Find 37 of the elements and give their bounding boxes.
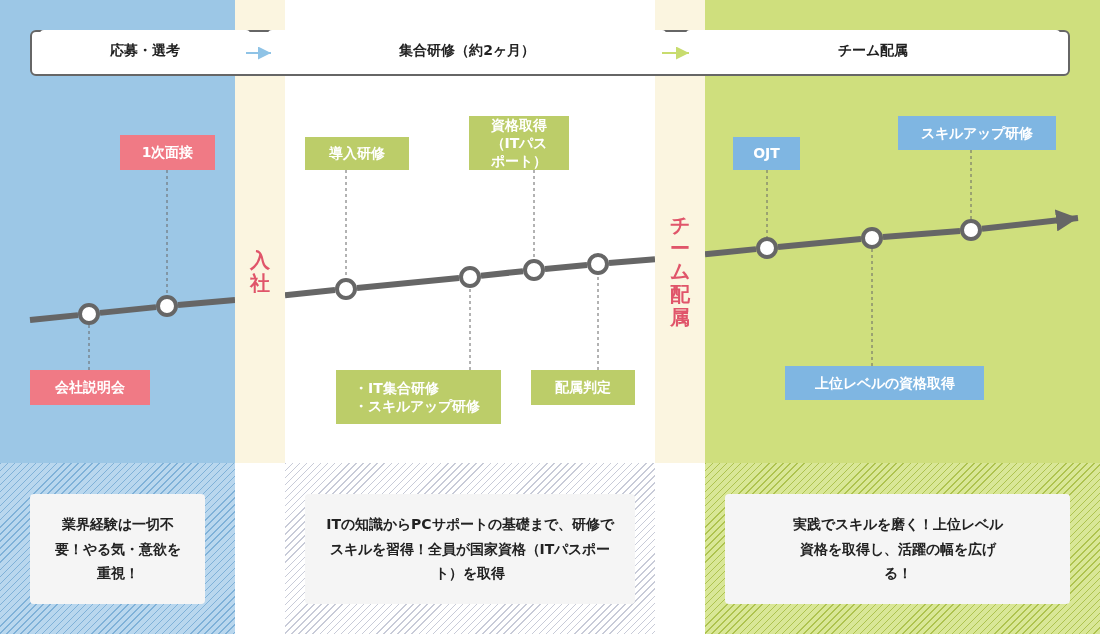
timeline-segment bbox=[981, 209, 1079, 232]
milestone-label: 1次面接 bbox=[120, 135, 215, 170]
message-card: 実践でスキルを磨く！上位レベル資格を取得し、活躍の幅を広げる！ bbox=[725, 494, 1070, 604]
leader-line bbox=[970, 149, 972, 220]
leader-line bbox=[88, 324, 90, 371]
leader-line bbox=[766, 169, 768, 238]
milestone-label: 資格取得（ITパスポート） bbox=[469, 116, 569, 170]
milestone-label: スキルアップ研修 bbox=[898, 116, 1056, 150]
leader-line bbox=[533, 169, 535, 260]
timeline-segment bbox=[29, 312, 79, 323]
timeline-segment bbox=[882, 227, 961, 241]
timeline-segment bbox=[704, 246, 757, 258]
milestone-label: 上位レベルの資格取得 bbox=[785, 366, 984, 400]
timeline-segment bbox=[608, 256, 656, 267]
milestone-label: 配属判定 bbox=[531, 370, 635, 405]
arrow bbox=[245, 46, 272, 60]
message-card: 業界経験は一切不要！やる気・意欲を重視！ bbox=[30, 494, 205, 604]
leader-line bbox=[597, 274, 599, 371]
milestone-label: 会社説明会 bbox=[30, 370, 150, 405]
leader-line bbox=[871, 248, 873, 367]
leader-line bbox=[166, 169, 168, 296]
milestone-band: チーム配属 bbox=[655, 80, 705, 463]
timeline-segment bbox=[99, 304, 157, 316]
leader-line bbox=[469, 287, 471, 371]
timeline-segment bbox=[777, 236, 862, 250]
milestone-band: 入社 bbox=[235, 80, 285, 463]
arrow bbox=[661, 46, 690, 60]
phase-header-bar bbox=[30, 30, 1070, 76]
message-card: ITの知識からPCサポートの基礎まで、研修でスキルを習得！全員が国家資格（ITパスポート）を取得 bbox=[305, 494, 635, 604]
milestone-label: OJT bbox=[733, 137, 800, 170]
milestone-label: ・IT集合研修 ・スキルアップ研修 bbox=[336, 370, 501, 424]
timeline-segment bbox=[480, 268, 524, 279]
timeline-segment bbox=[356, 275, 460, 291]
milestone-label: 導入研修 bbox=[305, 137, 409, 170]
timeline-segment bbox=[177, 297, 236, 309]
timeline-segment bbox=[544, 262, 588, 272]
timeline-segment bbox=[284, 287, 336, 299]
